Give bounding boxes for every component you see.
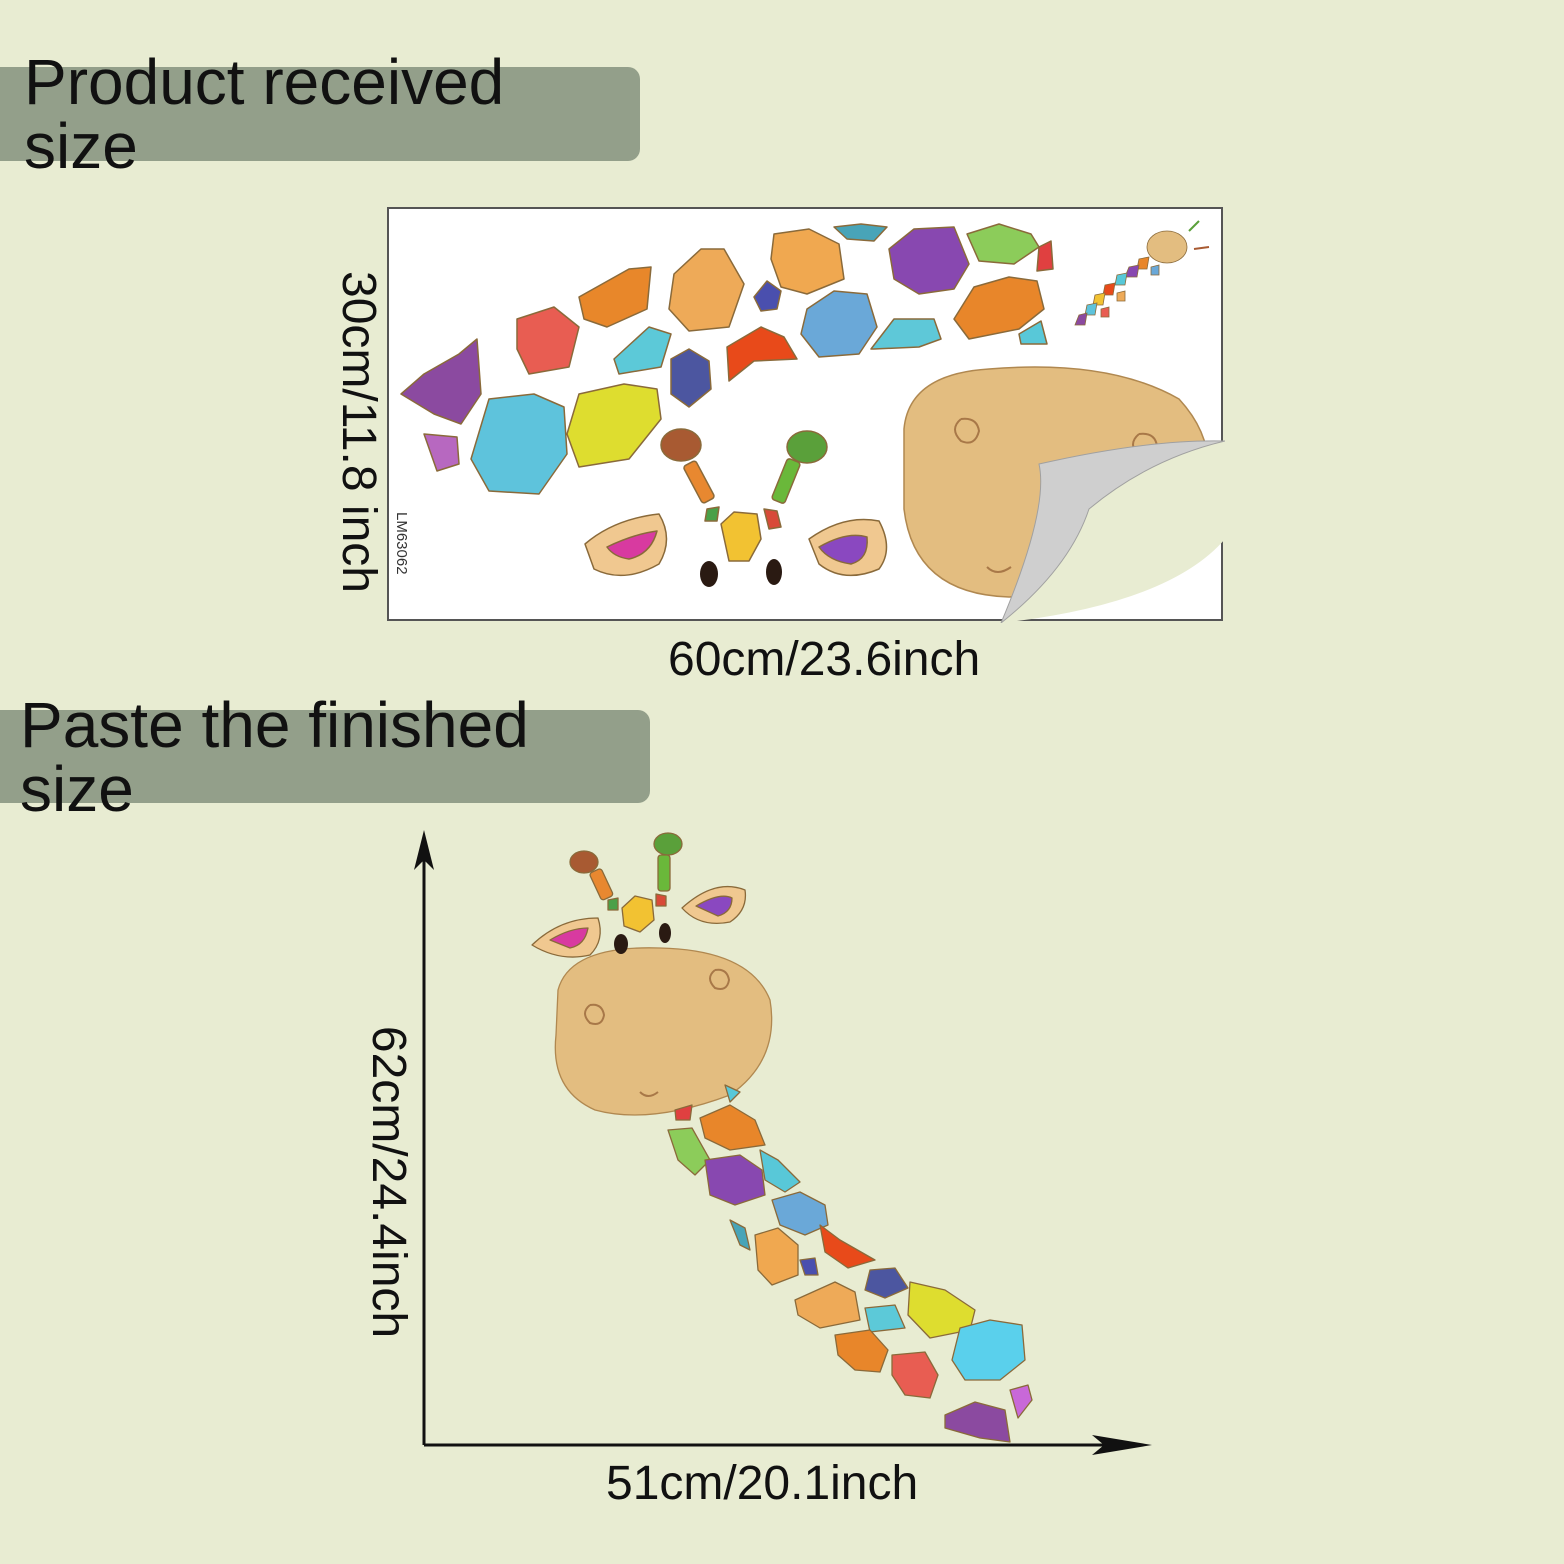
- peel-backing: [1001, 441, 1225, 623]
- eye-right: [659, 923, 671, 943]
- received-size-banner: Product received size: [0, 50, 640, 178]
- giraffe-head: [554, 947, 773, 1116]
- spot-blue: [800, 290, 878, 358]
- mini-giraffe-preview: [1074, 220, 1210, 326]
- spot-purple: [400, 338, 482, 425]
- spot-cyan-1: [613, 326, 672, 375]
- finished-giraffe-figure: [400, 820, 1180, 1470]
- finished-width-label: 51cm/20.1inch: [606, 1457, 919, 1510]
- finished-size-title: Paste the finished size: [20, 688, 529, 825]
- ear-right-inner: [818, 534, 868, 565]
- spot-cyan-small: [1018, 320, 1048, 345]
- finished-artwork: [414, 830, 1152, 1455]
- horn-right-knob: [653, 832, 683, 856]
- spot-cyan-2: [870, 318, 942, 350]
- sheet-height-label: 30cm/11.8 inch: [332, 271, 385, 593]
- forehead-red: [763, 508, 782, 530]
- sticker-sheet: [387, 207, 1225, 623]
- spot-orchid: [423, 433, 460, 472]
- spot-red: [516, 306, 580, 375]
- forehead-green: [704, 506, 720, 522]
- spot-violet: [888, 226, 970, 295]
- spot-orange-3: [770, 228, 845, 295]
- spot-orange-4: [953, 276, 1045, 340]
- nostril-left: [954, 417, 981, 444]
- forehead-yellow: [720, 511, 762, 562]
- mouth: [986, 566, 1012, 573]
- sheet-width-label: 60cm/23.6inch: [668, 633, 981, 686]
- peeled-corner: [1000, 440, 1225, 623]
- horn-left-stalk: [683, 460, 715, 504]
- horn-left-knob: [660, 428, 702, 462]
- spot-yellow: [566, 383, 662, 468]
- horn-left-knob: [569, 850, 599, 874]
- finished-height-label: 62cm/24.4inch: [362, 1025, 415, 1339]
- received-size-title: Product received size: [24, 46, 505, 182]
- height-arrow-icon: [414, 830, 434, 870]
- spot-teal: [833, 223, 888, 242]
- eye-left: [700, 561, 718, 587]
- horn-right-knob: [786, 430, 828, 464]
- spot-green: [966, 223, 1040, 265]
- spot-orange-2: [668, 248, 745, 332]
- horn-right-stalk: [771, 458, 801, 504]
- spot-blue-small: [753, 280, 782, 312]
- spot-red-orange: [726, 326, 798, 382]
- spot-sky: [470, 393, 568, 495]
- product-code: LM63062: [393, 512, 410, 575]
- nostril-left: [584, 1003, 606, 1025]
- sticker-sheet-artwork: [400, 220, 1225, 623]
- mouth: [639, 1091, 659, 1097]
- ear-left-inner: [606, 530, 658, 560]
- nostril-right: [709, 968, 731, 990]
- finished-size-banner: Paste the finished size: [0, 693, 650, 821]
- width-arrow-icon: [1092, 1435, 1152, 1455]
- spot-red-small: [1036, 240, 1054, 272]
- eye-right: [766, 559, 782, 585]
- eye-left: [614, 934, 628, 954]
- spot-orange-1: [578, 266, 652, 328]
- spot-indigo: [670, 348, 712, 408]
